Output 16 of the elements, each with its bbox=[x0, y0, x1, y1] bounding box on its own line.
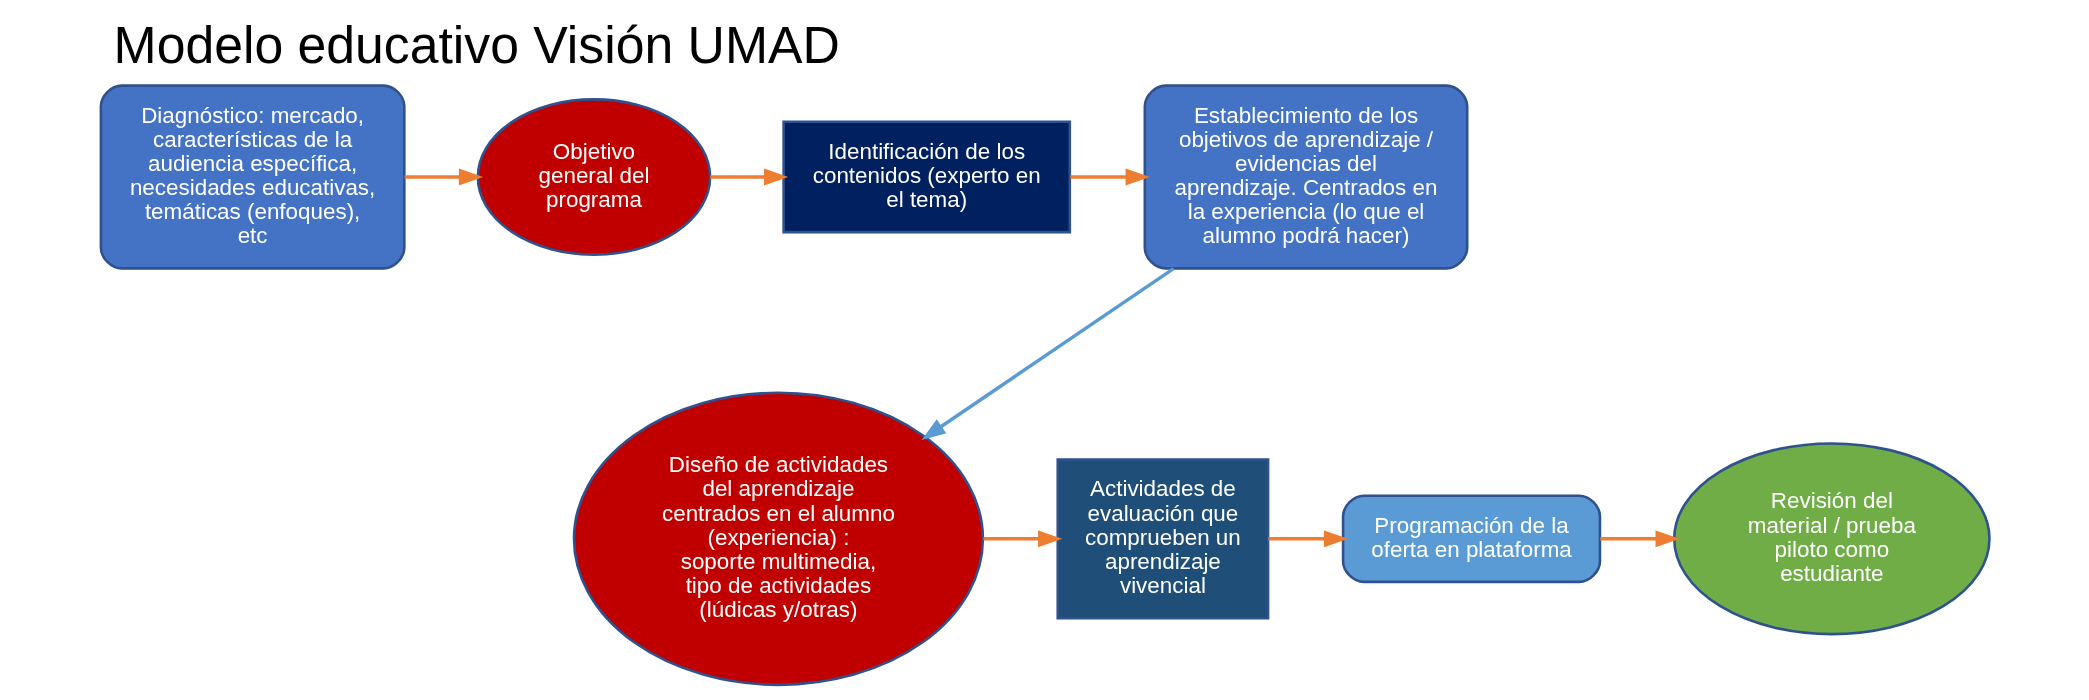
diagram-title: Modelo educativo Visión UMAD bbox=[113, 16, 840, 75]
arrow bbox=[1069, 168, 1150, 186]
node-box: Diagnóstico: mercado, características de la audiencia específica, necesidades educativas, temáticas (enfoques), etc bbox=[99, 84, 406, 270]
arrow bbox=[1599, 530, 1680, 548]
node-ellipse: Diseño de actividades del aprendizaje centrados en el alumno (experiencia) : soporte multimedia, tipo de actividades (lúdicas y/otras) bbox=[572, 391, 984, 687]
arrow bbox=[921, 267, 1175, 440]
node-box: Identificación de los contenidos (experto en el tema) bbox=[781, 120, 1071, 234]
node-box: Actividades de evaluación que comprueben un aprendizaje vivencial bbox=[1055, 458, 1269, 620]
node-box: Programación de la oferta en plataforma bbox=[1341, 494, 1601, 584]
arrow bbox=[982, 530, 1062, 548]
arrow bbox=[709, 168, 788, 186]
arrow bbox=[1267, 530, 1348, 548]
node-ellipse: Revisión del material / prueba piloto como estudiante bbox=[1672, 442, 1991, 636]
node-ellipse: Objetivo general del programa bbox=[476, 98, 711, 256]
arrow bbox=[404, 168, 483, 186]
node-box: Establecimiento de los objetivos de aprendizaje / evidencias del aprendizaje. Centrados en la experiencia (lo que el alumno podrá hacer) bbox=[1143, 84, 1468, 270]
